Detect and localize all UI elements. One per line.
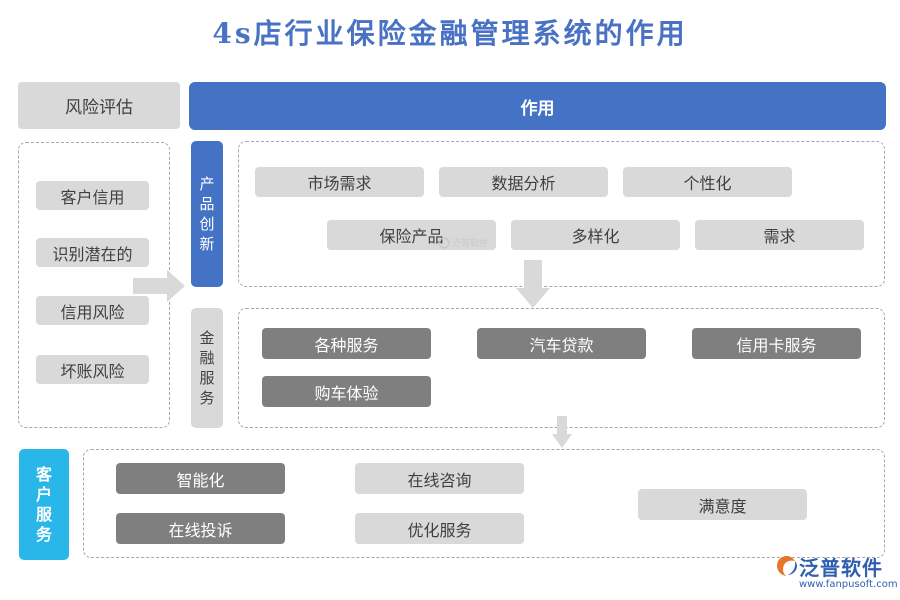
financial-item-credit-card: 信用卡服务 bbox=[692, 328, 861, 359]
customer-item-online-complaint: 在线投诉 bbox=[116, 513, 285, 544]
customer-service-label: 客户服务 bbox=[19, 449, 69, 560]
down-arrow-icon bbox=[552, 416, 572, 448]
risk-item-bad-debt-risk: 坏账风险 bbox=[36, 355, 149, 384]
product-item-data-analysis: 数据分析 bbox=[439, 167, 608, 197]
customer-item-online-consult: 在线咨询 bbox=[355, 463, 524, 494]
brand-logo-name: 泛普软件 bbox=[799, 556, 883, 580]
watermark-logo-icon bbox=[438, 236, 450, 249]
financial-item-car-loan: 汽车贷款 bbox=[477, 328, 646, 359]
brand-logo-url: www.fanpusoft.com bbox=[799, 579, 898, 590]
right-arrow-icon bbox=[133, 270, 185, 302]
product-item-market-demand: 市场需求 bbox=[255, 167, 424, 197]
customer-item-optimize-service: 优化服务 bbox=[355, 513, 524, 544]
effect-header: 作用 bbox=[189, 82, 886, 130]
product-innovation-label: 产品创新 bbox=[191, 141, 223, 287]
page-title: 4s店行业保险金融管理系统的作用 bbox=[212, 17, 688, 50]
brand-logo: 泛普软件 www.fanpusoft.com bbox=[775, 552, 898, 596]
financial-item-various-services: 各种服务 bbox=[262, 328, 431, 359]
financial-item-purchase-experience: 购车体验 bbox=[262, 376, 431, 407]
watermark: 泛普软件 bbox=[438, 236, 488, 249]
risk-assessment-header: 风险评估 bbox=[18, 82, 180, 129]
risk-item-credit-risk: 信用风险 bbox=[36, 296, 149, 325]
risk-item-customer-credit: 客户信用 bbox=[36, 181, 149, 210]
down-arrow-icon bbox=[516, 260, 550, 308]
product-item-diversification: 多样化 bbox=[511, 220, 680, 250]
product-innovation-panel bbox=[238, 141, 885, 287]
financial-service-label: 金融服务 bbox=[191, 308, 223, 428]
product-item-personalization: 个性化 bbox=[623, 167, 792, 197]
customer-item-satisfaction: 满意度 bbox=[638, 489, 807, 520]
product-item-demand: 需求 bbox=[695, 220, 864, 250]
financial-service-panel bbox=[238, 308, 885, 428]
product-item-insurance-products: 保险产品 bbox=[327, 220, 496, 250]
brand-logo-icon bbox=[777, 556, 797, 576]
risk-item-identify-potential: 识别潜在的 bbox=[36, 238, 149, 267]
customer-item-intelligent: 智能化 bbox=[116, 463, 285, 494]
